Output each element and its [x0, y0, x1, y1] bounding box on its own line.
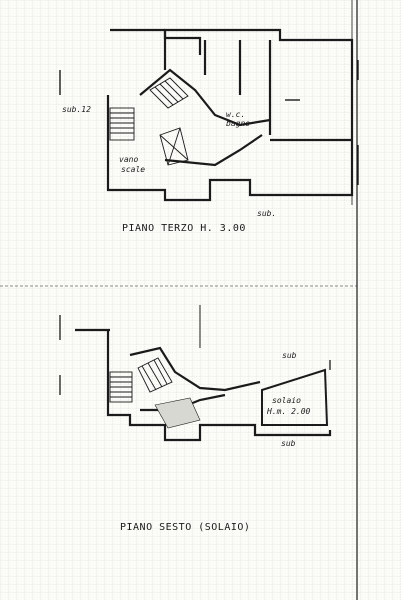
terzo-stairs: [109, 77, 189, 166]
sesto-diagonal: [129, 346, 261, 392]
sesto-ticks: [59, 315, 331, 395]
label-solaio: solaio: [272, 396, 301, 405]
terzo-openings: [59, 60, 359, 185]
label-sub-lower: sub: [281, 439, 296, 448]
label-scale: scale: [121, 165, 145, 174]
label-sub-mid: sub: [282, 351, 297, 360]
sesto-outer-wall: [106, 330, 332, 442]
label-wc: w.c.: [226, 110, 245, 119]
label-sub12: sub.12: [62, 105, 91, 114]
terzo-diagonal-wall: [139, 68, 271, 127]
label-bagno: bagno: [226, 119, 250, 128]
label-sub-upper: sub.: [257, 209, 276, 218]
title-piano-sesto: PIANO SESTO (SOLAIO): [120, 522, 250, 533]
plan-piano-terzo: [106, 28, 354, 202]
terzo-wall-left-top: [163, 30, 202, 55]
terzo-outer-wall: [106, 28, 354, 202]
terzo-diagonal-wall-2: [164, 134, 263, 167]
title-piano-terzo: PIANO TERZO H. 3.00: [122, 223, 246, 234]
sesto-stairs: [109, 357, 201, 429]
label-solaio-height: H.m. 2.00: [266, 407, 311, 416]
label-vano: vano: [119, 155, 138, 164]
solaio-room: [261, 368, 329, 426]
